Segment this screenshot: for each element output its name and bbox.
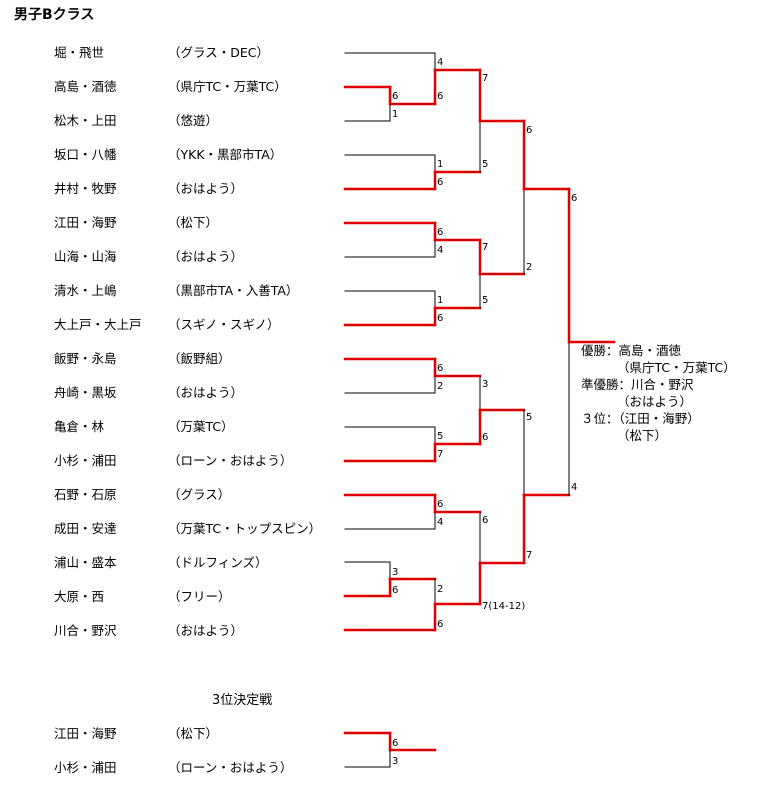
player-name: 松木・上田 (54, 113, 117, 128)
player-club: （YKK・黒部市TA） (168, 147, 283, 162)
consolation-player-name: 江田・海野 (54, 726, 117, 741)
score-final-bottom: 4 (571, 482, 577, 493)
player-club: （おはよう） (168, 623, 244, 638)
score-r2: 1 (437, 295, 443, 306)
third-place-label: ３位：（江田・海野） (581, 411, 700, 426)
player-name: 江田・海野 (54, 215, 117, 230)
score-r3: 7(14-12) (482, 601, 525, 612)
player-name: 小杉・浦田 (54, 453, 117, 468)
score-r2: 6 (437, 227, 443, 238)
player-name: 舟崎・黒坂 (54, 385, 117, 400)
player-name: 川合・野沢 (54, 623, 117, 638)
results-summary: 優勝：高島・酒徳 （県庁TC・万葉TC） 準優勝：川合・野沢 （おはよう） ３位… (581, 342, 736, 444)
score-r3: 6 (482, 432, 488, 443)
player-name: 高島・酒徳 (54, 79, 117, 94)
runnerup-label: 準優勝：川合・野沢 (581, 377, 694, 392)
player-name: 山海・山海 (54, 249, 117, 264)
player-club: （ローン・おはよう） (168, 453, 293, 468)
consolation-player-name: 小杉・浦田 (54, 760, 117, 775)
player-club: （万葉TC） (168, 419, 234, 434)
player-club: （県庁TC・万葉TC） (168, 79, 287, 94)
player-name: 石野・石原 (54, 487, 117, 502)
bracket-lines (343, 52, 616, 768)
score-consolation-bottom: 3 (392, 756, 398, 767)
player-club: （飯野組） (168, 351, 231, 366)
score-r1a-top: 6 (392, 91, 398, 102)
score-r2: 6 (437, 177, 443, 188)
score-r3: 5 (482, 159, 488, 170)
score-r2: 6 (437, 91, 443, 102)
score-r2: 6 (437, 619, 443, 630)
player-club: （悠遊） (168, 113, 219, 128)
player-club: （フリー） (168, 589, 231, 604)
consolation-player-club: （松下） (168, 726, 219, 741)
player-club: （ドルフィンズ） (168, 555, 268, 570)
champion-club: （県庁TC・万葉TC） (617, 360, 736, 375)
player-name: 亀倉・林 (54, 419, 105, 434)
score-r3: 3 (482, 379, 488, 390)
runnerup-club: （おはよう） (617, 394, 693, 409)
page-title: 男子Bクラス (14, 7, 95, 23)
score-r2: 2 (437, 381, 443, 392)
bracket-scores: 6 1 3 6 4 6 1 6 6 4 1 6 6 2 5 7 6 4 2 6 … (392, 57, 577, 767)
score-r3: 7 (482, 73, 488, 84)
player-club: （おはよう） (168, 385, 244, 400)
score-r2: 4 (437, 245, 443, 256)
score-r2: 6 (437, 363, 443, 374)
player-name: 井村・牧野 (54, 181, 117, 196)
player-name: 大原・西 (54, 589, 105, 604)
score-r2: 6 (437, 313, 443, 324)
consolation-title: 3位決定戦 (212, 693, 273, 708)
score-r1b-bottom: 6 (392, 585, 398, 596)
score-r3: 7 (482, 242, 488, 253)
player-name: 成田・安達 (54, 521, 117, 536)
player-club: （グラス） (168, 487, 231, 502)
player-name: 浦山・盛本 (54, 555, 117, 570)
score-r2: 2 (437, 584, 443, 595)
player-club: （おはよう） (168, 249, 244, 264)
score-r2: 6 (437, 499, 443, 510)
player-name: 飯野・永島 (54, 351, 117, 366)
player-name: 大上戸・大上戸 (54, 317, 142, 332)
player-club: （スギノ・スギノ） (168, 317, 280, 332)
player-club: （万葉TC・トップスピン） (168, 521, 322, 536)
third-place-club: （松下） (617, 428, 668, 443)
score-r2: 4 (437, 517, 443, 528)
score-r2: 1 (437, 159, 443, 170)
score-r1a-bottom: 1 (392, 109, 398, 120)
score-r4: 5 (526, 412, 532, 423)
score-r1b-top: 3 (392, 567, 398, 578)
consolation-player-club: （ローン・おはよう） (168, 760, 293, 775)
player-name: 清水・上嶋 (54, 283, 117, 298)
score-r2: 5 (437, 431, 443, 442)
player-club: （松下） (168, 215, 219, 230)
champion-label: 優勝：高島・酒徳 (581, 343, 682, 358)
player-name: 堀・飛世 (54, 45, 105, 60)
score-r2: 7 (437, 449, 443, 460)
score-r4: 7 (526, 550, 532, 561)
player-club: （グラス・DEC） (168, 45, 270, 60)
score-r4: 6 (526, 125, 532, 136)
score-consolation-top: 6 (392, 738, 398, 749)
score-r3: 5 (482, 295, 488, 306)
score-r2: 4 (437, 57, 443, 68)
player-club: （黒部市TA・入善TA） (168, 283, 299, 298)
score-r4: 2 (526, 262, 532, 273)
score-r3: 6 (482, 515, 488, 526)
score-final-top: 6 (571, 193, 577, 204)
player-name: 坂口・八幡 (54, 147, 117, 162)
player-club: （おはよう） (168, 181, 244, 196)
